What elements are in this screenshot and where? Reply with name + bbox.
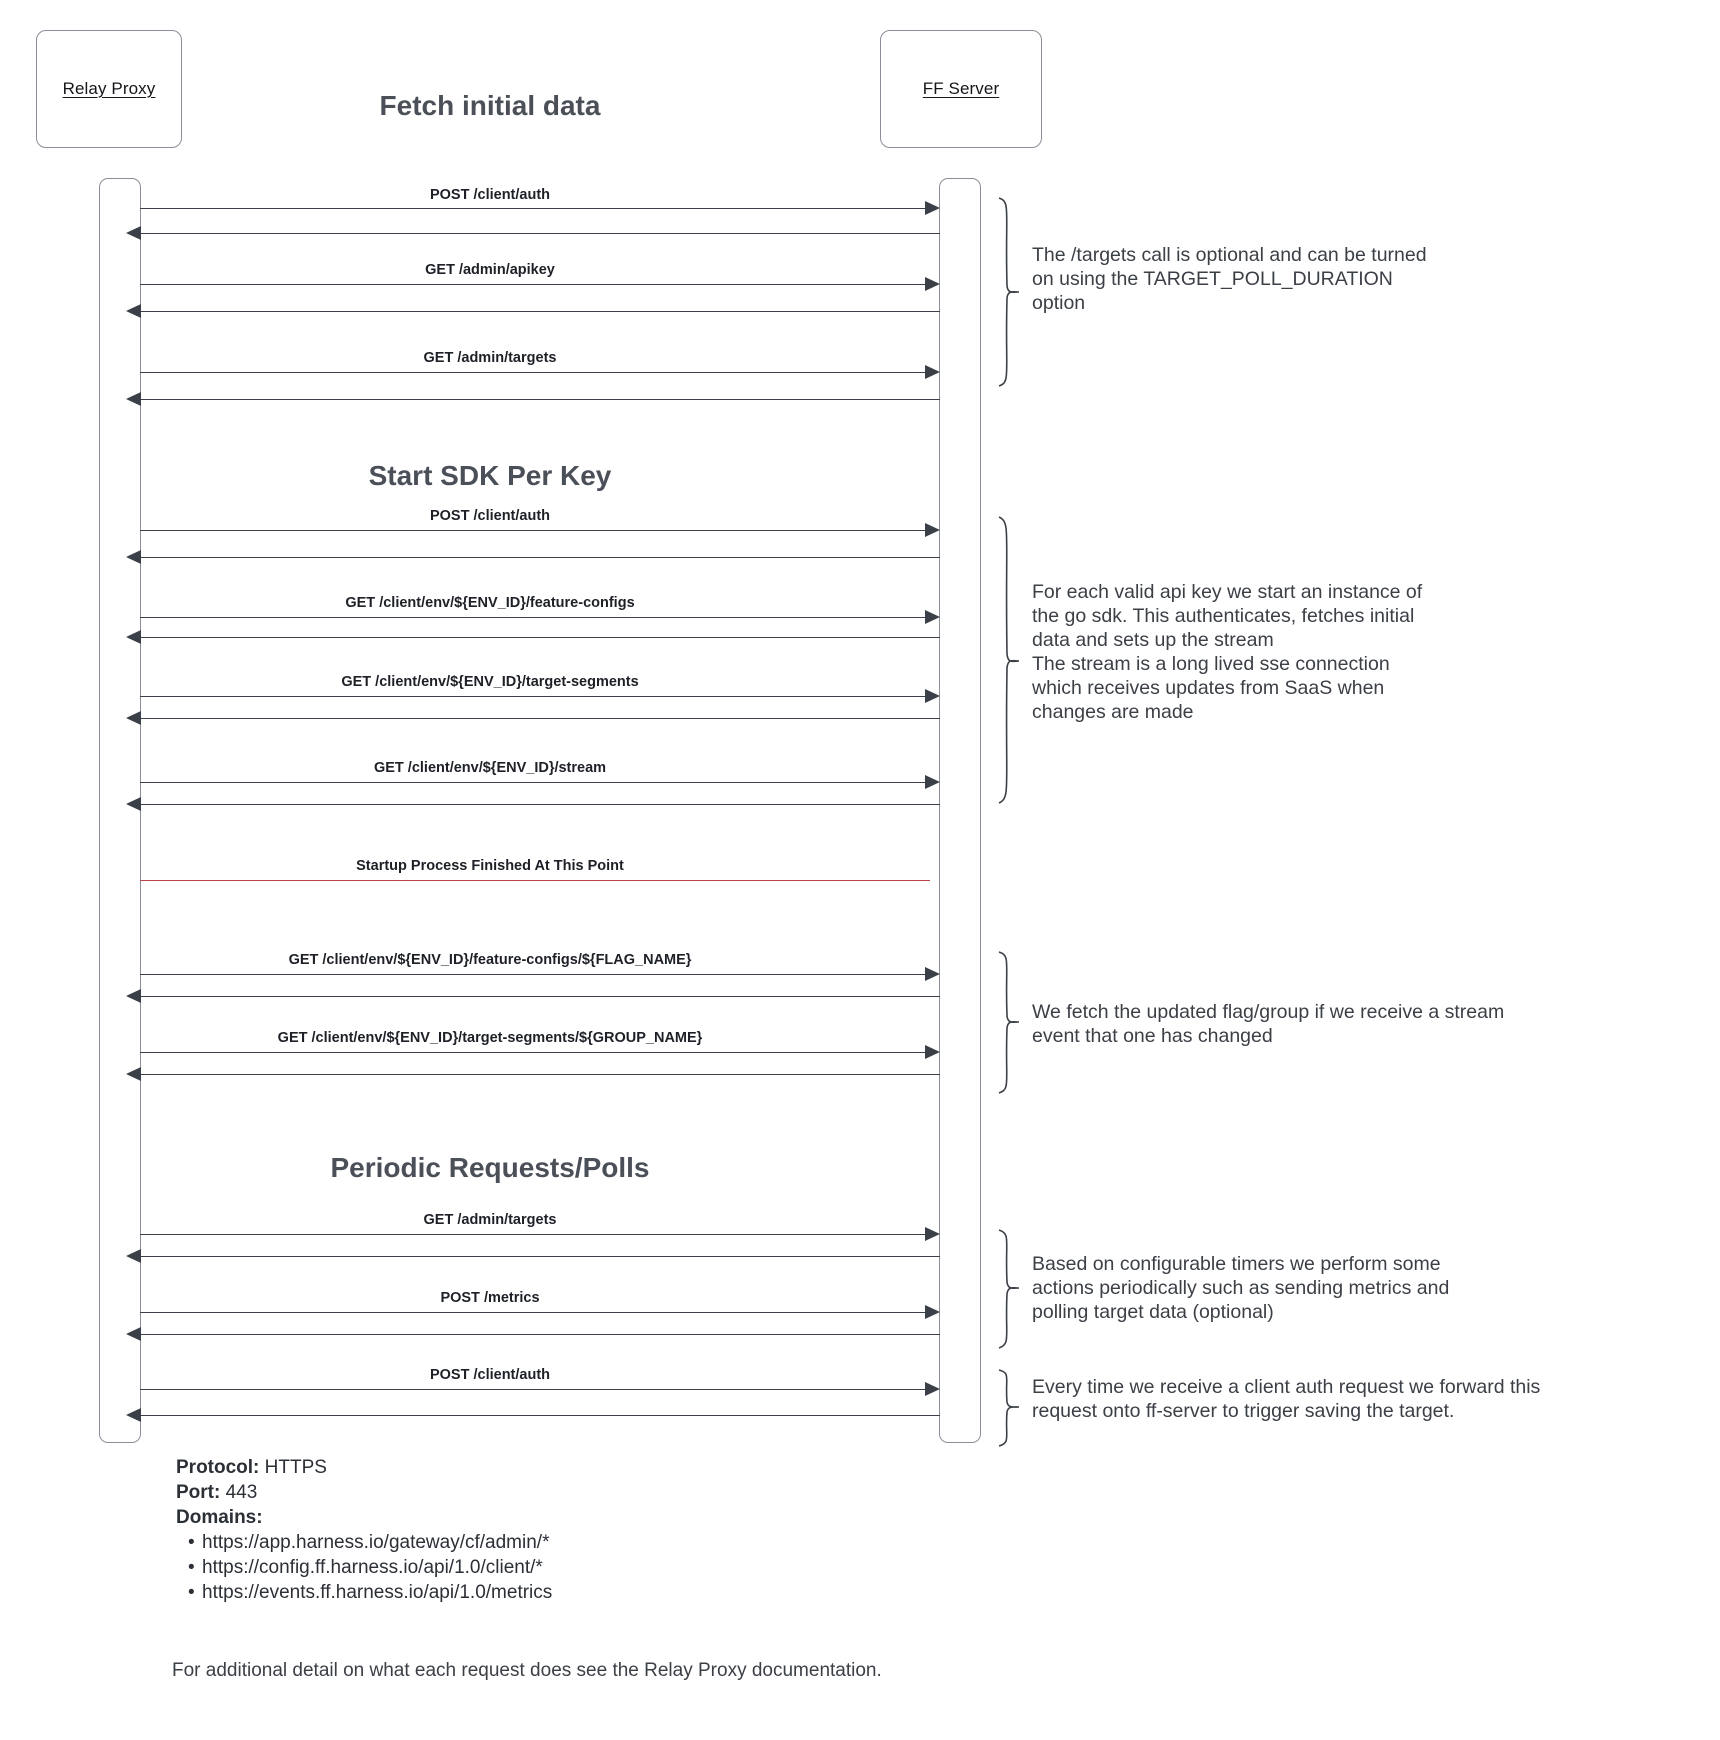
message-arrow-m5-response [140,637,940,638]
message-arrowhead-m3-response [126,392,141,406]
footer-protocol-value: HTTPS [264,1457,327,1478]
message-label-m7: GET /client/env/${ENV_ID}/stream [373,760,607,776]
message-label-m8: GET /client/env/${ENV_ID}/feature-config… [288,952,692,968]
note-brace-periodic-timers [998,1229,1020,1349]
message-arrow-m11-response [140,1334,940,1335]
participant-relay-proxy[interactable]: Relay Proxy [36,30,182,148]
message-arrowhead-m12-response [126,1408,141,1422]
note-brace-targets-optional [998,197,1020,387]
divider-label: Startup Process Finished At This Point [356,858,624,874]
footer-domains-row: Domains: [176,1505,876,1530]
message-arrowhead-m6-request [925,689,940,703]
message-label-m5: GET /client/env/${ENV_ID}/feature-config… [345,595,635,611]
message-arrow-m3-request [140,372,930,373]
message-arrow-m12-response [140,1415,940,1416]
message-label-m2: GET /admin/apikey [425,262,555,278]
note-text-stream-update: We fetch the updated flag/group if we re… [1032,1001,1505,1047]
note-text-client-auth-forward: Every time we receive a client auth requ… [1032,1376,1541,1422]
message-arrow-m8-request [140,974,930,975]
note-text-periodic-timers: Based on configurable timers we perform … [1032,1253,1450,1323]
message-arrow-m4-request [140,530,930,531]
message-arrow-m9-request [140,1052,930,1053]
message-arrowhead-m2-request [925,277,940,291]
list-item: https://config.ff.harness.io/api/1.0/cli… [188,1555,876,1580]
message-arrow-m6-response [140,718,940,719]
note-text-sdk-instance: For each valid api key we start an insta… [1032,581,1423,723]
message-arrowhead-m2-response [126,304,141,318]
message-arrowhead-m8-response [126,989,141,1003]
message-arrow-m6-request [140,696,930,697]
divider-line [140,880,930,881]
message-arrow-m3-response [140,399,940,400]
footer-details: Protocol: HTTPS Port: 443 Domains: https… [176,1455,876,1605]
message-label-m12: POST /client/auth [429,1367,551,1383]
message-arrowhead-m1-response [126,226,141,240]
message-arrow-m10-request [140,1234,930,1235]
message-arrow-m8-response [140,996,940,997]
message-arrowhead-m5-response [126,630,141,644]
message-arrowhead-m12-request [925,1382,940,1396]
message-arrow-m7-response [140,804,940,805]
list-item: https://app.harness.io/gateway/cf/admin/… [188,1530,876,1555]
message-arrow-m12-request [140,1389,930,1390]
message-arrow-m5-request [140,617,930,618]
message-arrowhead-m1-request [925,201,940,215]
footer-port-row: Port: 443 [176,1480,876,1505]
lifeline-ff-server [939,178,981,1443]
message-label-m9: GET /client/env/${ENV_ID}/target-segment… [277,1030,703,1046]
participant-label-relay-proxy: Relay Proxy [62,79,156,98]
message-arrow-m9-response [140,1074,940,1075]
message-arrowhead-m9-request [925,1045,940,1059]
message-arrow-m1-response [140,233,940,234]
footer-protocol-row: Protocol: HTTPS [176,1455,876,1480]
note-text-targets-optional: The /targets call is optional and can be… [1032,244,1427,314]
message-label-m6: GET /client/env/${ENV_ID}/target-segment… [341,674,639,690]
footer-port-key: Port: [176,1482,221,1503]
participant-label-ff-server: FF Server [922,79,1000,98]
footer-domains-key: Domains: [176,1507,263,1528]
footer-domain-list: https://app.harness.io/gateway/cf/admin/… [176,1530,876,1605]
message-label-m1: POST /client/auth [429,187,551,203]
message-arrowhead-m10-request [925,1227,940,1241]
list-item: https://events.ff.harness.io/api/1.0/met… [188,1580,876,1605]
message-label-m10: GET /admin/targets [423,1212,557,1228]
message-arrowhead-m7-response [126,797,141,811]
footer-port-value: 443 [225,1482,258,1503]
section-title-periodic-requests: Periodic Requests/Polls [330,1152,650,1183]
footer-closing-note: For additional detail on what each reque… [172,1660,882,1681]
message-arrow-m2-response [140,311,940,312]
note-brace-stream-update [998,951,1020,1094]
message-arrowhead-m9-response [126,1067,141,1081]
message-arrow-m10-response [140,1256,940,1257]
message-arrowhead-m6-response [126,711,141,725]
note-brace-sdk-instance [998,516,1020,804]
message-arrowhead-m11-request [925,1305,940,1319]
message-label-m4: POST /client/auth [429,508,551,524]
message-label-m3: GET /admin/targets [423,350,557,366]
note-brace-client-auth-forward [998,1369,1020,1447]
message-arrowhead-m10-response [126,1249,141,1263]
participant-ff-server[interactable]: FF Server [880,30,1042,148]
message-arrow-m7-request [140,782,930,783]
message-arrow-m4-response [140,557,940,558]
message-arrowhead-m5-request [925,610,940,624]
message-arrowhead-m11-response [126,1327,141,1341]
message-arrowhead-m3-request [925,365,940,379]
message-arrowhead-m4-response [126,550,141,564]
message-arrowhead-m4-request [925,523,940,537]
message-arrow-m11-request [140,1312,930,1313]
footer-protocol-key: Protocol: [176,1457,260,1478]
message-label-m11: POST /metrics [440,1290,540,1306]
section-title-start-sdk-per-key: Start SDK Per Key [368,460,612,491]
message-arrowhead-m7-request [925,775,940,789]
section-title-fetch-initial-data: Fetch initial data [379,90,601,121]
message-arrow-m2-request [140,284,930,285]
message-arrowhead-m8-request [925,967,940,981]
message-arrow-m1-request [140,208,930,209]
